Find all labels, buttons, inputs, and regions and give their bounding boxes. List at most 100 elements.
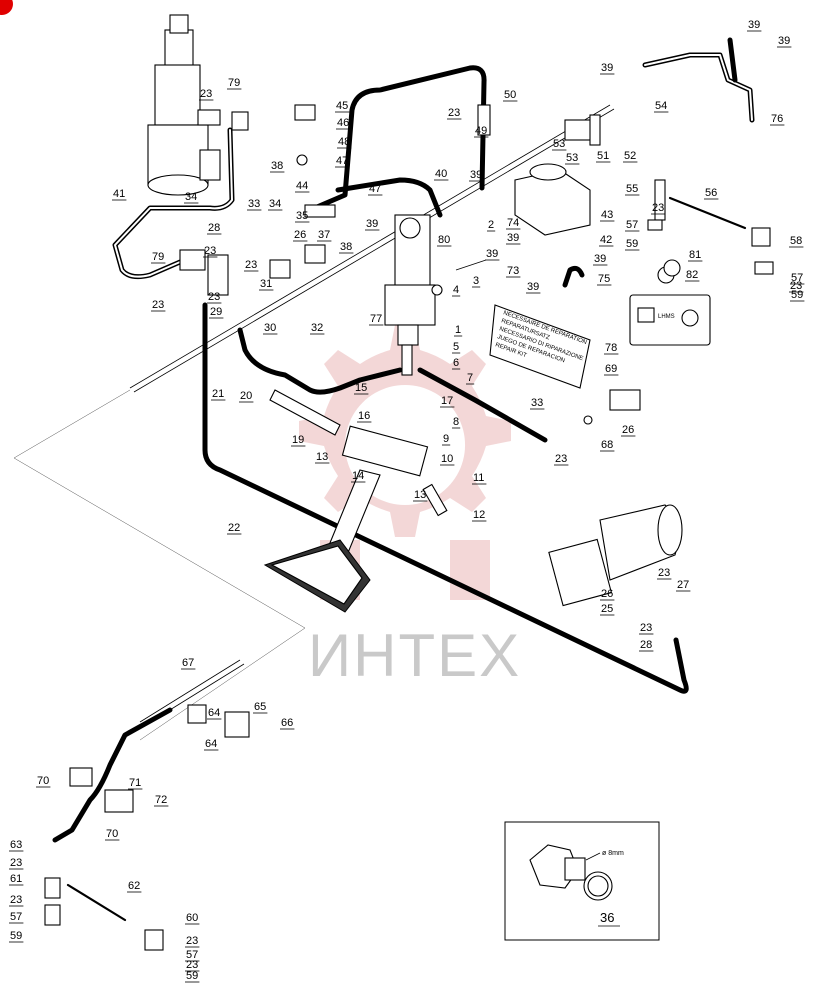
- callout-8: 8: [453, 416, 459, 428]
- callout-54: 54: [655, 100, 667, 112]
- callout-44: 44: [296, 180, 308, 192]
- callout-20: 20: [240, 390, 252, 402]
- callout-53: 53: [553, 138, 565, 150]
- callout-13: 13: [414, 489, 426, 501]
- callout-23: 23: [658, 567, 670, 579]
- callout-46: 46: [337, 117, 349, 129]
- callout-76: 76: [771, 113, 783, 125]
- callout-12: 12: [473, 509, 485, 521]
- callout-39: 39: [470, 169, 482, 181]
- inset-dimension: ø 8mm: [602, 850, 624, 857]
- callout-37: 37: [318, 229, 330, 241]
- callout-41: 41: [113, 188, 125, 200]
- fluid-sticker: LHMS: [629, 259, 711, 346]
- callout-57: 57: [791, 272, 803, 284]
- callout-39: 39: [527, 281, 539, 293]
- callout-31: 31: [260, 278, 272, 290]
- callout-40: 40: [435, 168, 447, 180]
- callout-65: 65: [254, 701, 266, 713]
- callout-69: 69: [605, 363, 617, 375]
- callout-34: 34: [185, 191, 197, 203]
- callout-2: 2: [488, 219, 494, 231]
- callout-52: 52: [624, 150, 636, 162]
- callout-59: 59: [10, 930, 22, 942]
- callout-82: 82: [686, 269, 698, 281]
- callout-19: 19: [292, 434, 304, 446]
- callout-38: 38: [271, 160, 283, 172]
- callout-23: 23: [186, 935, 198, 947]
- callout-3: 3: [473, 275, 479, 287]
- callout-62: 62: [128, 880, 140, 892]
- callout-47: 47: [369, 183, 381, 195]
- callout-60: 60: [186, 912, 198, 924]
- callout-53: 53: [566, 152, 578, 164]
- callout-22: 22: [228, 522, 240, 534]
- callout-77: 77: [370, 313, 382, 325]
- callout-33: 33: [248, 198, 260, 210]
- callout-55: 55: [626, 183, 638, 195]
- callout-68: 68: [601, 439, 613, 451]
- callout-75: 75: [598, 273, 610, 285]
- callout-1: 1: [455, 324, 461, 336]
- watermark-logo: ИНТЕХ: [299, 325, 521, 689]
- repair-kit-label: NECESSAIRE DE REPARATION REPARATURSATZ N…: [489, 304, 591, 389]
- callout-26: 26: [601, 588, 613, 600]
- callout-23: 23: [245, 259, 257, 271]
- callout-39: 39: [778, 35, 790, 47]
- callout-39: 39: [366, 218, 378, 230]
- master-cylinder: [384, 214, 436, 376]
- watermark-text: ИНТЕХ: [308, 622, 521, 689]
- callout-71: 71: [129, 777, 141, 789]
- callout-32: 32: [311, 322, 323, 334]
- callout-45: 45: [336, 100, 348, 112]
- callout-59: 59: [186, 970, 198, 982]
- callout-64: 64: [208, 707, 220, 719]
- callout-73: 73: [507, 265, 519, 277]
- callout-72: 72: [155, 794, 167, 806]
- callout-43: 43: [601, 209, 613, 221]
- callout-39: 39: [748, 19, 760, 31]
- callout-51: 51: [597, 150, 609, 162]
- callout-35: 35: [296, 210, 308, 222]
- callout-49: 49: [475, 125, 487, 137]
- callout-7: 7: [467, 372, 473, 384]
- hydraulic-hoses: [52, 37, 755, 843]
- callout-42: 42: [600, 234, 612, 246]
- callout-23: 23: [652, 202, 664, 214]
- callout-58: 58: [790, 235, 802, 247]
- callout-39: 39: [601, 62, 613, 74]
- callout-11: 11: [473, 472, 484, 484]
- callout-23: 23: [200, 88, 212, 100]
- brake-pedal: [263, 389, 429, 613]
- detail-inset: ø 8mm 36: [504, 821, 660, 941]
- callout-61: 61: [10, 873, 22, 885]
- callout-28: 28: [208, 222, 220, 234]
- callout-47: 47: [336, 155, 348, 167]
- callout-63: 63: [10, 839, 22, 851]
- brake-booster: [548, 504, 683, 607]
- callout-50: 50: [504, 89, 516, 101]
- sticker-text: LHMS: [658, 314, 675, 320]
- callout-39: 39: [507, 232, 519, 244]
- callout-17: 17: [441, 395, 453, 407]
- callout-23: 23: [10, 894, 22, 906]
- callout-21: 21: [212, 388, 224, 400]
- corner-badge: [0, 0, 13, 15]
- callout-25: 25: [601, 603, 613, 615]
- callout-79: 79: [152, 251, 164, 263]
- callout-33: 33: [531, 397, 543, 409]
- callout-9: 9: [443, 433, 449, 445]
- inset-part-number: 36: [600, 910, 614, 925]
- callout-48: 48: [338, 136, 350, 148]
- callout-57: 57: [186, 949, 198, 961]
- callout-30: 30: [264, 322, 276, 334]
- callout-27: 27: [677, 579, 689, 591]
- callout-59: 59: [791, 289, 803, 301]
- callout-29: 29: [210, 306, 222, 318]
- callout-numbers: 1234567891011121313141516171920212223232…: [9, 19, 805, 983]
- callout-38: 38: [340, 241, 352, 253]
- callout-28: 28: [640, 639, 652, 651]
- fluid-reservoir: [514, 163, 591, 236]
- callout-10: 10: [441, 453, 453, 465]
- callout-67: 67: [182, 657, 194, 669]
